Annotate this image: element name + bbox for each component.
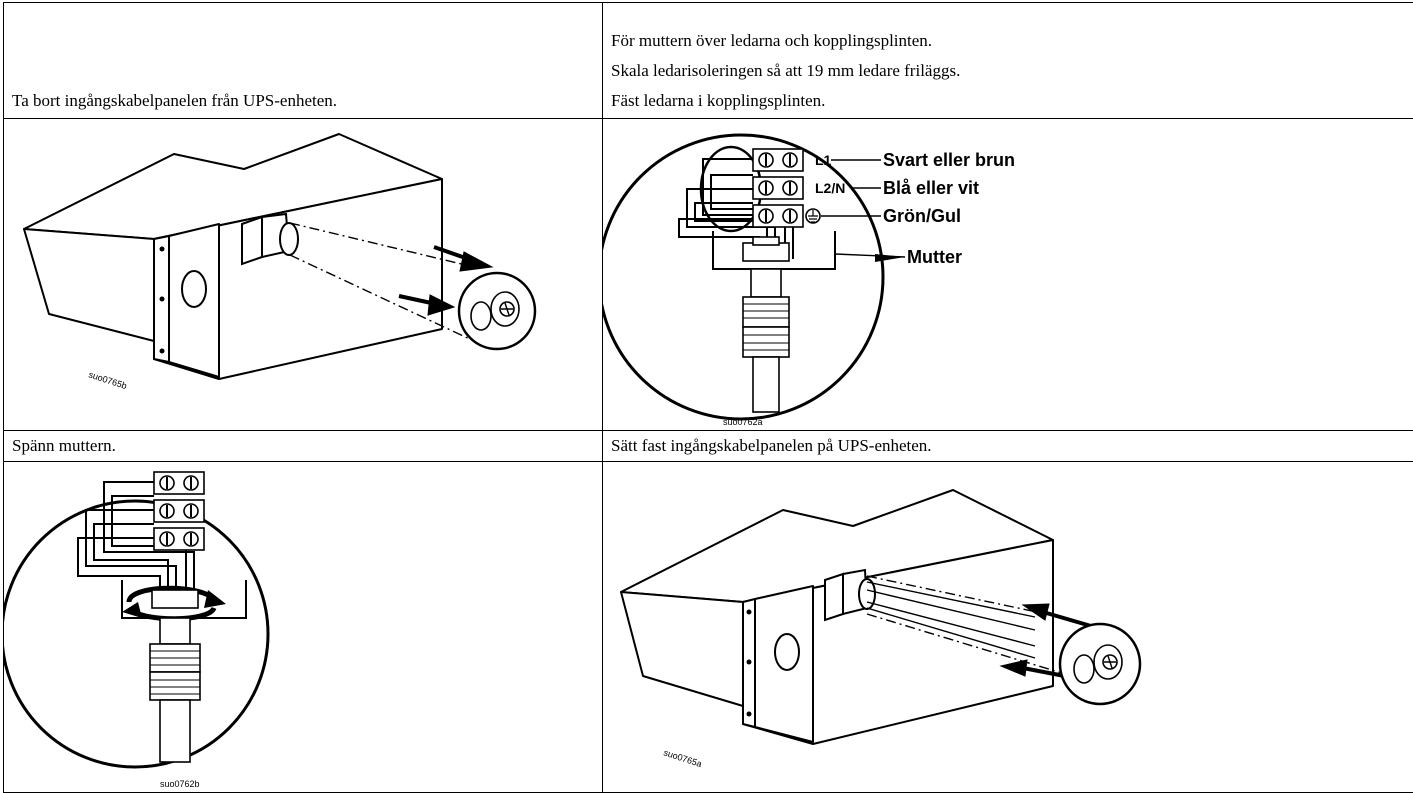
step2-line-1: För muttern över ledarna och kopplingspl… bbox=[611, 31, 933, 50]
text-row-2: Spänn muttern. Sätt fast ingångskabelpan… bbox=[3, 430, 1413, 462]
figure-row-2: suo0762b bbox=[3, 461, 1413, 793]
step4-text: Sätt fast ingångskabelpanelen på UPS-enh… bbox=[611, 436, 932, 455]
step2-text-cell: För muttern över ledarna och kopplingspl… bbox=[602, 2, 1413, 119]
step3-figure-code: suo0762b bbox=[160, 779, 200, 789]
step4-figure-code: suo0765a bbox=[662, 747, 703, 769]
step3-figure-cell: suo0762b bbox=[3, 461, 603, 793]
step1-text: Ta bort ingångskabelpanelen från UPS-enh… bbox=[12, 91, 338, 110]
step3-text: Spänn muttern. bbox=[12, 436, 116, 455]
terminal-label-l1: L1 bbox=[815, 152, 832, 168]
text-row-1: Ta bort ingångskabelpanelen från UPS-enh… bbox=[3, 2, 1413, 119]
instruction-table: Ta bort ingångskabelpanelen från UPS-enh… bbox=[3, 2, 1413, 793]
step4-figure-cell: suo0765a bbox=[602, 461, 1413, 793]
step2-line-2: Skala ledarisoleringen så att 19 mm leda… bbox=[611, 61, 961, 80]
step2-figure-code: suo0762a bbox=[723, 417, 763, 427]
step3-text-cell: Spänn muttern. bbox=[3, 430, 603, 462]
step1-text-cell: Ta bort ingångskabelpanelen från UPS-enh… bbox=[3, 2, 603, 119]
callout-black-brown: Svart eller brun bbox=[883, 150, 1015, 170]
remove-panel-illustration: suo0765b bbox=[23, 133, 537, 391]
terminal-label-l2n: L2/N bbox=[815, 180, 845, 196]
tighten-nut-illustration: suo0762b bbox=[4, 471, 270, 789]
reattach-panel-illustration: suo0765a bbox=[620, 489, 1142, 769]
step4-text-cell: Sätt fast ingångskabelpanelen på UPS-enh… bbox=[602, 430, 1413, 462]
callout-green-yellow: Grön/Gul bbox=[883, 206, 961, 226]
wiring-illustration: L1 L2/N Svart eller brun Blå eller vit G… bbox=[603, 133, 1015, 427]
callout-nut: Mutter bbox=[907, 247, 962, 267]
step1-figure-code: suo0765b bbox=[87, 369, 128, 391]
step2-figure-cell: L1 L2/N Svart eller brun Blå eller vit G… bbox=[602, 118, 1413, 431]
figure-row-1: suo0765b bbox=[3, 118, 1413, 431]
callout-blue-white: Blå eller vit bbox=[883, 178, 979, 198]
step1-figure-cell: suo0765b bbox=[3, 118, 603, 431]
step2-line-3: Fäst ledarna i kopplingsplinten. bbox=[611, 91, 826, 110]
